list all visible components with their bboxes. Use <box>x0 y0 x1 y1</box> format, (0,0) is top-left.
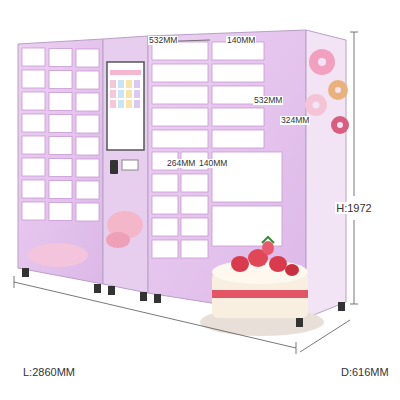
locker-door <box>22 136 45 154</box>
locker-door <box>22 114 45 132</box>
locker-door <box>49 137 72 155</box>
left-cabinet <box>18 39 103 284</box>
locker-door <box>152 64 208 82</box>
dimension-lines <box>14 32 358 354</box>
strawberry-cake <box>200 237 324 336</box>
locker-door <box>49 49 72 67</box>
locker-door <box>49 115 72 133</box>
screen-icon <box>118 90 124 98</box>
locker-door <box>22 158 45 176</box>
locker-door <box>76 159 99 177</box>
locker-door <box>152 218 178 236</box>
locker-door <box>76 93 99 111</box>
screen-icon <box>110 80 116 88</box>
screen-icon <box>118 100 124 108</box>
screen-column <box>103 36 148 293</box>
large-locker-door <box>212 206 282 246</box>
locker-door <box>152 196 178 214</box>
locker-door <box>22 202 45 220</box>
locker-door <box>212 64 264 82</box>
screen-icon <box>126 90 132 98</box>
scanner <box>122 160 138 170</box>
locker-door <box>76 181 99 199</box>
dimension-label: 140MM <box>226 36 256 45</box>
locker-door <box>181 196 208 214</box>
screen-icons <box>110 80 140 108</box>
dimension-label: 532MM <box>253 96 283 105</box>
locker-door <box>22 70 45 88</box>
locker-door <box>76 203 99 221</box>
screen-icon <box>134 90 140 98</box>
locker-door <box>152 174 178 192</box>
donuts <box>305 49 349 134</box>
locker-door <box>76 115 99 133</box>
ice-cream <box>28 211 143 267</box>
locker-door <box>212 108 264 126</box>
locker-door <box>152 86 208 104</box>
dimension-label: 264MM <box>166 159 196 168</box>
locker-door <box>22 48 45 66</box>
locker-door <box>49 159 72 177</box>
screen-icon <box>110 90 116 98</box>
screen-icon <box>118 80 124 88</box>
locker-doors <box>22 42 282 258</box>
locker-door <box>152 240 178 258</box>
locker-door <box>76 49 99 67</box>
legs <box>22 268 345 327</box>
screen-icon <box>126 100 132 108</box>
locker-door <box>152 130 208 148</box>
locker-door <box>76 137 99 155</box>
locker-door <box>181 240 208 258</box>
locker-door <box>49 93 72 111</box>
screen-icon <box>134 80 140 88</box>
dimension-label: H:1972 <box>335 202 372 214</box>
screen-banner <box>110 70 141 75</box>
dimension-label: D:616MM <box>340 366 390 378</box>
screen-icon <box>126 80 132 88</box>
side-panel <box>306 30 346 318</box>
locker-door <box>152 108 208 126</box>
dimension-label: L:2860MM <box>22 366 76 378</box>
locker-door <box>212 130 264 148</box>
locker-door <box>181 174 208 192</box>
dimension-label: 140MM <box>198 159 228 168</box>
screen-icon <box>110 100 116 108</box>
locker-door <box>181 218 208 236</box>
touch-screen <box>107 62 144 150</box>
screen-icon <box>134 100 140 108</box>
locker-door <box>76 71 99 89</box>
locker-door <box>22 92 45 110</box>
dimension-label: 324MM <box>280 116 310 125</box>
locker-door <box>49 71 72 89</box>
locker-door <box>49 203 72 221</box>
card-reader <box>110 160 118 174</box>
locker-door <box>22 180 45 198</box>
dimension-label: 532MM <box>148 36 178 45</box>
locker-door <box>49 181 72 199</box>
